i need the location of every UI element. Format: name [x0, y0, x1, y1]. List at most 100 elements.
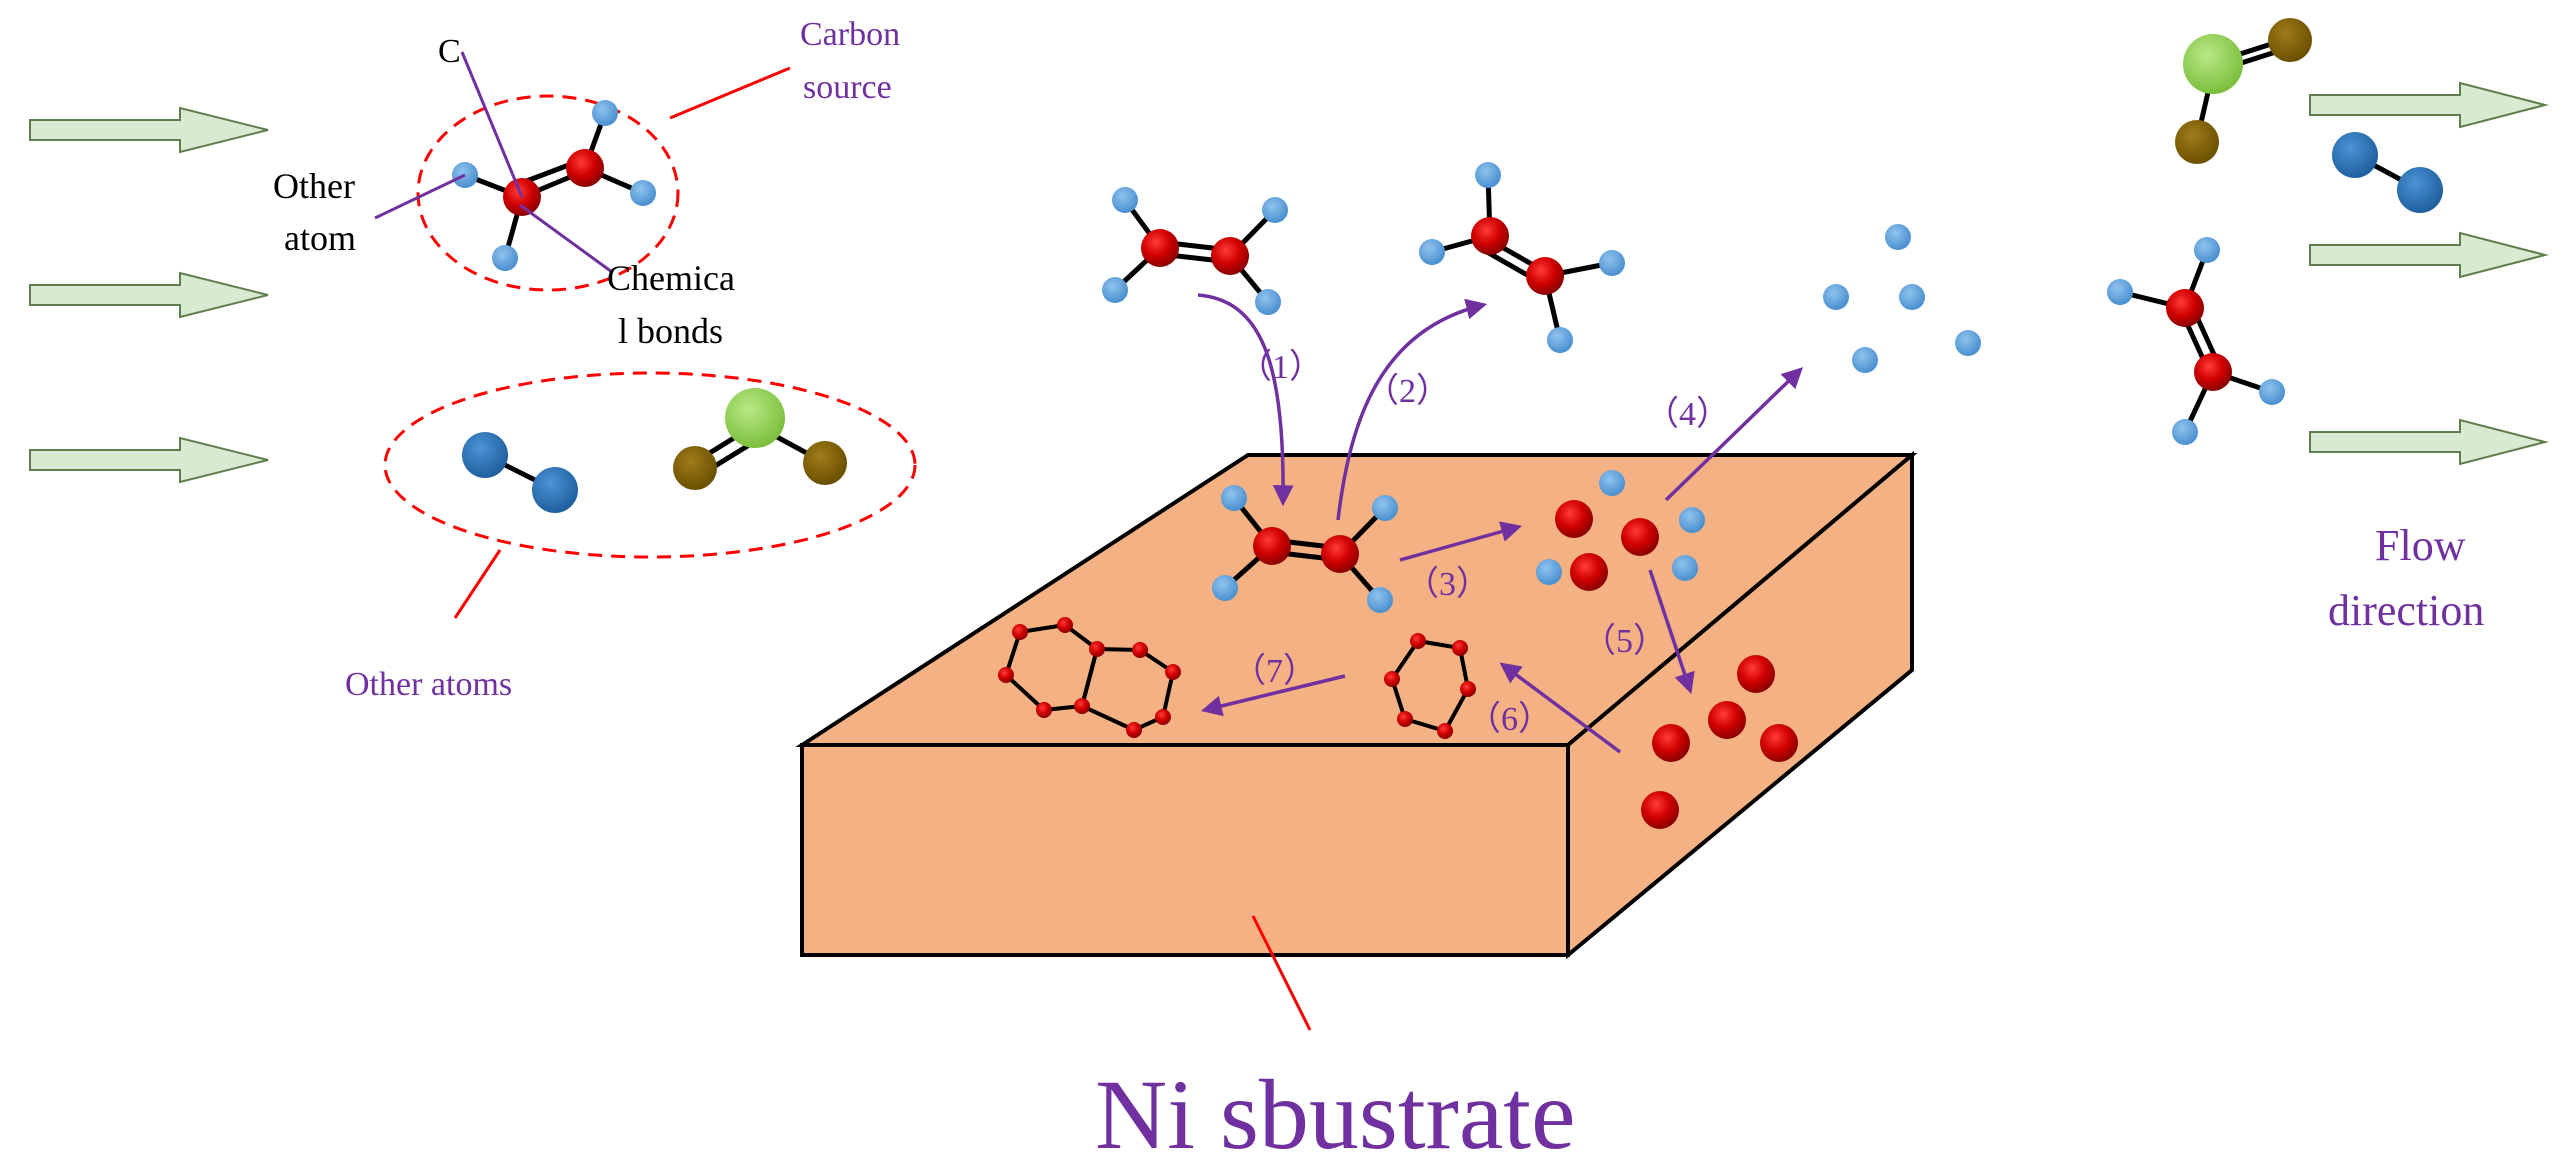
blue-atom	[532, 467, 578, 513]
graphene-double-ring	[998, 617, 1181, 738]
step-6-arrow	[1499, 662, 1622, 754]
hydrogen-atom	[492, 245, 518, 271]
hydrogen-atom	[1885, 224, 1911, 250]
carbon-atom	[2166, 289, 2204, 327]
carbon-label: C	[438, 33, 461, 70]
carbon-atom	[566, 149, 604, 187]
substrate-label: Ni sbustrate	[1095, 1059, 1575, 1170]
hydrogen-atom	[1599, 470, 1625, 496]
flow-arrow-icon	[2309, 81, 2549, 129]
carbon-atom	[1652, 724, 1690, 762]
carbon-atom	[1321, 535, 1359, 573]
carbon-atom	[1253, 527, 1291, 565]
carbon-source-label-line1: Carbon	[800, 16, 900, 53]
flow-direction-label-line2: direction	[2328, 586, 2484, 635]
carbon-source-label-line2: source	[803, 69, 892, 106]
step-1-arrow	[1197, 293, 1294, 507]
adsorbed-ethylene	[1212, 485, 1398, 613]
hydrogen-atom	[630, 180, 656, 206]
step-4-label: （4）	[1645, 395, 1730, 433]
hydrogen-atom	[1823, 284, 1849, 310]
green-atom	[2183, 34, 2243, 94]
blue-atom	[2397, 167, 2443, 213]
hydrogen-atom	[1212, 575, 1238, 601]
step-2-label: （2）	[1365, 372, 1450, 410]
flow-arrow-icon	[2309, 418, 2549, 466]
carbon-atom	[2194, 353, 2232, 391]
hydrogen-atom	[2172, 419, 2198, 445]
carbon-atom	[1737, 655, 1775, 693]
other-atoms-group	[383, 371, 917, 619]
substrate-pointer	[1251, 915, 1312, 1031]
hydrogen-atom	[1262, 197, 1288, 223]
step-5-arrow	[1648, 569, 1695, 694]
step-3-label: （3）	[1405, 565, 1490, 603]
green-atom	[725, 388, 785, 448]
carbon-atom	[1621, 518, 1659, 556]
hydrogen-atom	[1419, 239, 1445, 265]
carbon-atom	[1760, 724, 1798, 762]
substrate-side-face	[1566, 450, 1914, 960]
hydrogen-atom	[1372, 495, 1398, 521]
hydrogen-atom	[1852, 347, 1878, 373]
hydrogen-atom	[1255, 289, 1281, 315]
flow-arrows-right	[2309, 81, 2549, 466]
flow-arrows-left	[29, 106, 269, 484]
hydrogen-atom	[1367, 587, 1393, 613]
hydrogen-atom	[2107, 279, 2133, 305]
hydrogen-atom	[1899, 284, 1925, 310]
carbon-atom	[1555, 500, 1593, 538]
dissociated-atoms	[1536, 470, 1705, 591]
step-3-arrow	[1399, 521, 1523, 562]
brown-atom	[673, 446, 717, 490]
labels: C Carbon source Other atom Chemica l bon…	[273, 16, 2484, 1170]
flow-direction-label-line1: Flow	[2375, 521, 2466, 570]
flow-arrow-icon	[29, 106, 269, 154]
hydrogen-atom	[1221, 485, 1247, 511]
carbon-atom	[1471, 217, 1509, 255]
hydrogen-atom	[1599, 250, 1625, 276]
brown-atom	[2268, 18, 2312, 62]
released-hydrogen-atoms	[1823, 224, 1981, 373]
hydrogen-atom	[1672, 555, 1698, 581]
exhaust-molecule-cluster	[2107, 18, 2443, 445]
step-5-label: （5）	[1582, 622, 1667, 660]
step-2-arrow	[1336, 298, 1488, 521]
flow-arrow-icon	[29, 271, 269, 319]
carbon-source-group	[374, 51, 791, 292]
other-atom-label-line1: Other	[273, 166, 355, 206]
hydrogen-atom	[1955, 330, 1981, 356]
carbon-ring-hexagon	[1384, 633, 1476, 739]
substrate-front-face	[800, 743, 1570, 957]
carbon-atoms-on-side	[1641, 655, 1798, 829]
step-7-arrow	[1200, 674, 1346, 717]
carbon-atom	[1211, 237, 1249, 275]
carbon-atom	[1570, 553, 1608, 591]
other-atoms-label: Other atoms	[345, 666, 512, 703]
hydrogen-atom	[1547, 327, 1573, 353]
step-7-label: （7）	[1232, 652, 1317, 690]
blue-atom	[462, 432, 508, 478]
process-arrows	[1197, 293, 1804, 754]
chemical-bonds-label-line1: Chemica	[607, 258, 735, 298]
hydrogen-atom	[1112, 187, 1138, 213]
carbon-atom	[1141, 229, 1179, 267]
hydrogen-atom	[2194, 237, 2220, 263]
ni-substrate-block	[795, 450, 1918, 960]
incoming-ethylene-1	[1102, 187, 1288, 315]
hydrogen-atom	[1102, 277, 1128, 303]
hydrogen-atom	[592, 100, 618, 126]
carbon-atom	[1708, 701, 1746, 739]
step-1-label: （1）	[1238, 348, 1323, 386]
blue-atom	[2332, 132, 2378, 178]
hydrogen-atom	[1679, 507, 1705, 533]
hydrogen-atom	[2259, 379, 2285, 405]
brown-atom	[2175, 120, 2219, 164]
desorbed-ethylene	[1419, 162, 1625, 353]
flow-arrow-icon	[2309, 231, 2549, 279]
step-4-arrow	[1664, 367, 1804, 502]
brown-atom	[803, 441, 847, 485]
flow-arrow-icon	[29, 436, 269, 484]
hydrogen-atom	[1536, 559, 1562, 585]
